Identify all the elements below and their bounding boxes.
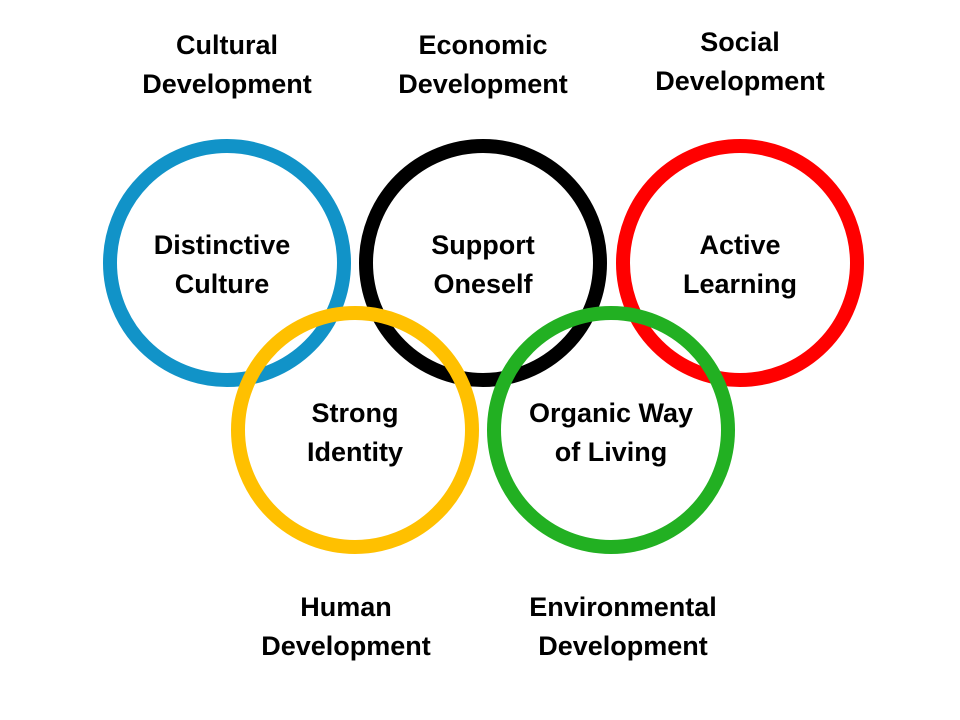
green-ring — [487, 306, 735, 554]
red-ring — [616, 139, 864, 387]
yellow-ring — [231, 306, 479, 554]
black-ring — [359, 139, 607, 387]
blue-ring — [103, 139, 351, 387]
